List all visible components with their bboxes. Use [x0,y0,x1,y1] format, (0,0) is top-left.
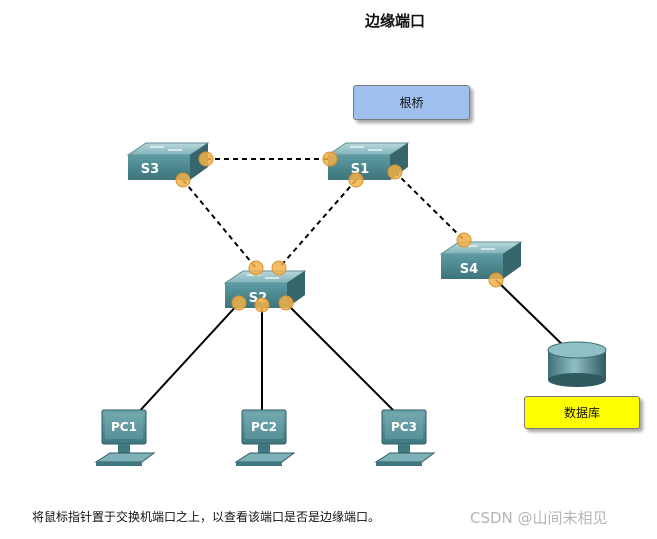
pc-pc3[interactable]: PC3 [374,409,436,466]
link-s4-database [495,279,571,353]
pc-label: PC2 [251,420,277,434]
port-s4-to-s1[interactable] [456,232,472,248]
instruction-text: 将鼠标指针置于交换机端口之上，以查看该端口是否是边缘端口。 [32,510,381,524]
link-s2-pc3 [285,302,399,416]
port-s2-to-s3[interactable] [248,260,264,276]
watermark: CSDN @山间未相见 [470,509,608,527]
switch-s4[interactable]: S4 [439,241,523,279]
switch-label: S4 [460,262,478,277]
link-s3-s2 [182,179,257,269]
port-s1-to-s4[interactable] [387,164,403,180]
root-bridge-label: 根桥 [353,85,470,120]
trunk-links [182,158,465,269]
pc-pc2[interactable]: PC2 [234,409,296,466]
port-s2-to-s1[interactable] [271,260,287,276]
port-s3-to-s2[interactable] [175,172,191,188]
diagram-title: 边缘端口 [364,12,425,30]
database-label: 数据库 [524,396,640,429]
port-s4-to-database[interactable] [488,272,504,288]
pc-label: PC3 [391,420,417,434]
pc-pc1[interactable]: PC1 [94,409,156,466]
port-markers [175,151,504,313]
switch-s3[interactable]: S3 [126,142,210,180]
link-s1-s4 [394,171,465,241]
switch-label: S3 [141,162,159,177]
port-s3-to-s1[interactable] [198,151,214,167]
port-s1-to-s3[interactable] [322,151,338,167]
port-s2-to-pc3[interactable] [278,295,294,311]
pc-label: PC1 [111,420,137,434]
port-s2-to-pc2[interactable] [254,297,270,313]
link-s2-pc1 [135,302,240,416]
link-s1-s2 [278,179,357,269]
database-server [547,341,607,387]
port-s2-to-pc1[interactable] [231,295,247,311]
access-links [135,279,571,416]
port-s1-to-s2[interactable] [348,172,364,188]
